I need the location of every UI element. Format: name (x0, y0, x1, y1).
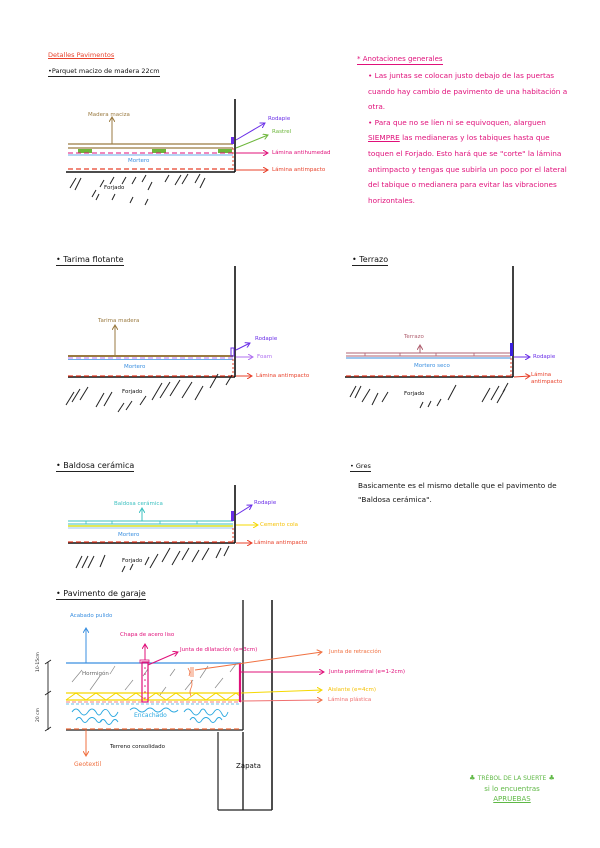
callout-foam: Foam (257, 354, 273, 360)
label-mortero-seco: Mortero seco (414, 363, 450, 369)
section-heading-parquet: •Parquet macizo de madera 22cm (48, 67, 160, 77)
note-bullet-1: • Las juntas se colocan justo debajo de … (368, 71, 568, 112)
label-baldosa-ceramica: Baldosa cerámica (114, 501, 163, 507)
label-forjado: Forjado (122, 558, 143, 564)
label-geotextil: Geotextil (74, 761, 102, 768)
gres-text: Basicamente es el mismo detalle que el p… (358, 481, 557, 504)
callout-lamina-antihumedad: Lámina antihumedad (272, 150, 331, 156)
callout-rastrel: Rastrel (272, 129, 292, 135)
label-zapata: Zapata (236, 762, 261, 770)
footer-line-1-text: Trébol de la suerte (477, 775, 547, 782)
callout-rodapie: Rodapie (533, 354, 556, 360)
label-terrazo: Terrazo (404, 334, 424, 340)
callout-rodapie: Rodapie (254, 500, 277, 506)
label-junta-dilatacion: Junta de dilatación (e=3cm) (180, 647, 258, 653)
note-bullet-2-post: las medianeras y los tabiques hasta que … (368, 133, 567, 205)
callout-lamina: Lámina (531, 372, 552, 378)
section-heading-garaje: • Pavimento de garaje (56, 589, 146, 600)
dimension-bottom: 20 cm (36, 707, 41, 722)
label-acabado-pulido: Acabado pulido (70, 613, 113, 619)
callout-cemento-cola: Cemento cola (260, 522, 299, 528)
callout-lamina-antimpacto: Lámina antimpacto (254, 540, 308, 546)
callout-rodapie: Rodapie (255, 336, 278, 342)
callout-rodapie: Rodapie (268, 116, 291, 122)
notes-title: * Anotaciones generales (357, 55, 443, 65)
footer-line-1: ♣ Trébol de la suerte ♣ (452, 773, 572, 784)
section-heading-terrazo: • Terrazo (352, 255, 389, 266)
label-forjado: Forjado (404, 391, 425, 397)
note-bullet-2: • Para que no se líen ni se equivoquen, … (368, 115, 568, 209)
parquet-diagram (66, 99, 268, 206)
label-hormigon: Hormigón (82, 671, 109, 677)
section-heading-gres: • Gres (350, 462, 371, 472)
label-forjado: Forjado (122, 389, 143, 395)
tarima-diagram (65, 266, 253, 413)
callout-junta-perimetral: Junta perimetral (e=1-2cm) (329, 669, 405, 675)
terrazo-diagram (345, 266, 530, 409)
dimension-top: 10-15cm (36, 652, 41, 672)
label-mortero: Mortero (128, 158, 150, 164)
callout-aislante: Aislante (e=4cm) (328, 687, 376, 693)
page-title: Detalles Pavimentos (48, 51, 115, 59)
section-heading-baldosa: • Baldosa cerámica (56, 461, 135, 472)
label-terreno-consolidado: Terreno consolidado (110, 744, 165, 750)
label-madera-maciza: Madera maciza (88, 112, 130, 118)
callout-junta-retraccion: Junta de retracción (329, 649, 382, 655)
callout-lamina-plastica: Lámina plástica (328, 697, 372, 703)
footer-line-3: Apruebas (493, 795, 531, 803)
clover-icon: ♣ (548, 774, 555, 782)
label-chapa-acero: Chapa de acero liso (120, 632, 175, 638)
callout-lamina-antimpacto: Lámina antimpacto (272, 167, 326, 173)
notes-body: • Las juntas se colocan justo debajo de … (368, 68, 568, 208)
note-emphasis-siempre: SIEMPRE (368, 133, 400, 143)
label-mortero: Mortero (118, 532, 140, 538)
footer-clover: ♣ Trébol de la suerte ♣ si lo encuentras… (452, 773, 572, 804)
slab-hatch (69, 173, 206, 206)
clover-icon: ♣ (469, 774, 476, 782)
footer-line-2: si lo encuentras (484, 785, 540, 793)
label-forjado: Forjado (104, 185, 125, 191)
label-mortero: Mortero (124, 364, 146, 370)
note-bullet-2-pre: • Para que no se líen ni se equivoquen, … (368, 117, 546, 127)
callout-antimpacto: antimpacto (531, 379, 563, 385)
section-heading-tarima: • Tarima flotante (56, 255, 124, 266)
garaje-diagram (44, 600, 324, 811)
label-encachado: Encachado (134, 712, 167, 719)
callout-lamina-antimpacto: Lámina antimpacto (256, 373, 310, 379)
label-tarima-madera: Tarima madera (98, 318, 140, 324)
baldosa-diagram (68, 485, 258, 573)
